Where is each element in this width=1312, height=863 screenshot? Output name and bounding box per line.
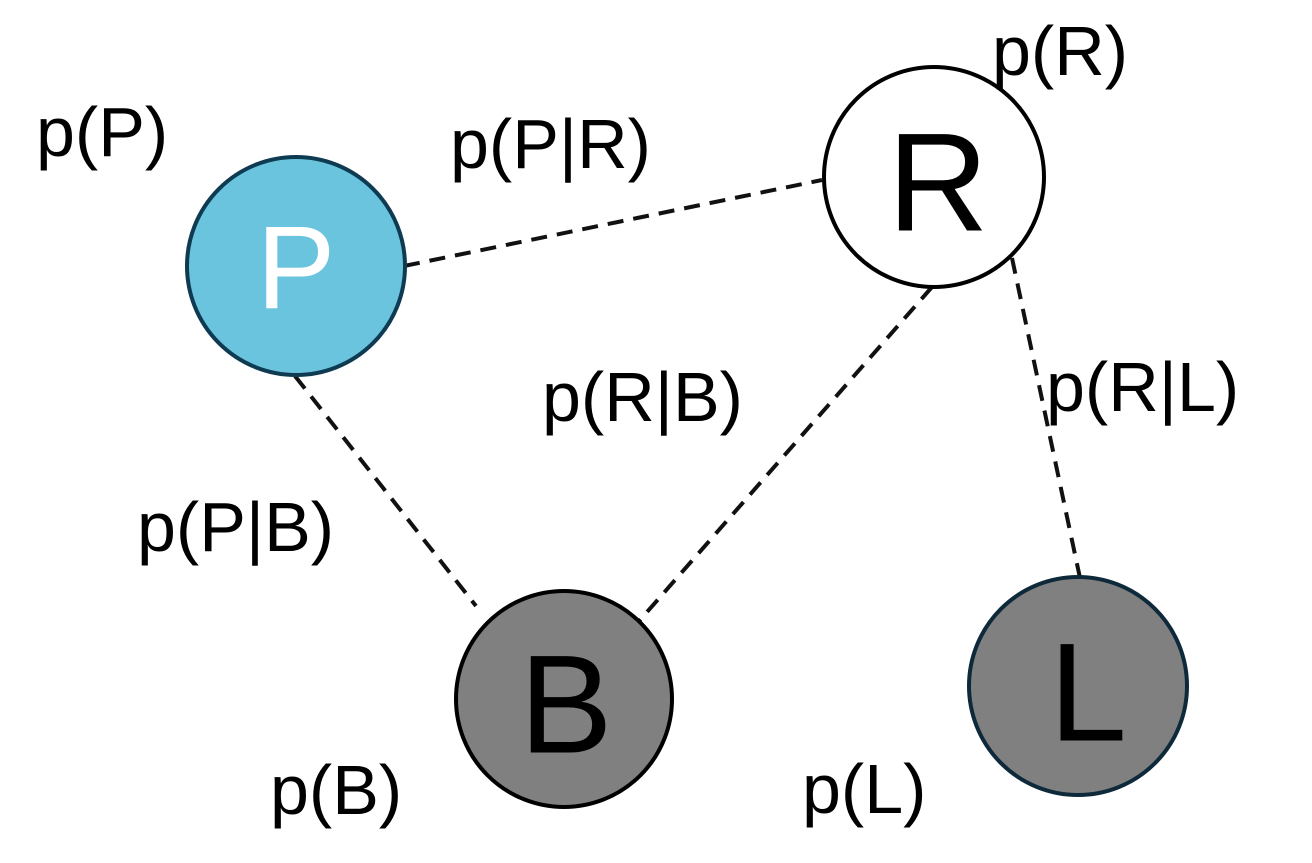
node-l: L: [967, 575, 1189, 797]
edge-r-b: [638, 285, 934, 622]
node-b-circle: [456, 591, 672, 807]
edge-labels: p(P|R) p(R|B) p(R|L) p(P|B): [137, 105, 1239, 566]
node-r-label: R: [887, 104, 988, 261]
edge-label-p-b: p(P|B): [137, 488, 334, 566]
edge-p-r: [403, 178, 823, 268]
edge-p-b: [293, 374, 478, 608]
edge-label-r-l: p(R|L): [1046, 348, 1239, 426]
edges: [293, 178, 1082, 622]
node-r-outline: [822, 65, 1046, 289]
node-l-outline: [967, 575, 1189, 797]
node-b-label: B: [519, 626, 612, 783]
edge-label-r-b: p(R|B): [542, 358, 743, 436]
node-p-outline: [185, 155, 407, 377]
node-p-label: P: [257, 202, 336, 334]
node-prior-labels: p(P) p(R) p(B) p(L): [36, 12, 1128, 829]
node-b-outline: [454, 589, 674, 809]
node-l-circle: [969, 577, 1187, 795]
prior-r-label: p(R): [992, 12, 1128, 90]
node-r: R: [822, 65, 1046, 289]
edge-r-l: [1010, 257, 1082, 579]
node-r-circle: [824, 67, 1044, 287]
edge-label-p-r: p(P|R): [450, 105, 651, 183]
node-l-label: L: [1049, 614, 1127, 771]
prior-p-label: p(P): [36, 93, 168, 171]
prior-l-label: p(L): [802, 750, 926, 828]
prior-b-label: p(B): [270, 751, 402, 829]
node-p-circle: [187, 157, 405, 375]
node-p: P: [185, 155, 407, 377]
node-b: B: [454, 589, 674, 809]
